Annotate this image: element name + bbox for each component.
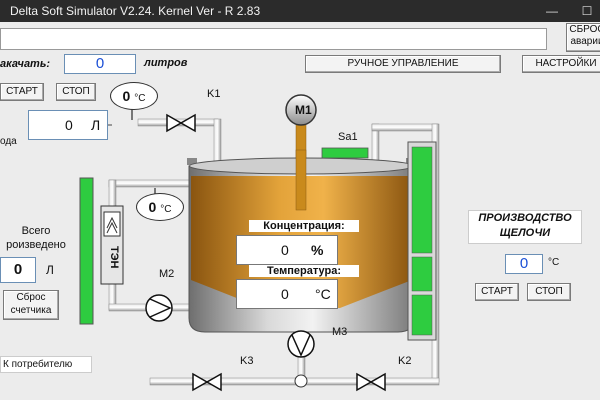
water-label: ода (0, 136, 17, 147)
inlet-temp-value: 0 (122, 88, 131, 104)
consumer-label: К потребителю (0, 356, 92, 373)
concentration-unit: % (311, 242, 324, 258)
concentration-display: 0 % (236, 235, 338, 265)
water-volume-field: 0 Л (28, 110, 108, 140)
production-start-button[interactable]: СТАРТ (475, 283, 519, 301)
inlet-temp-unit: °C (134, 93, 146, 104)
total-produced-label: Всего роизведено (6, 225, 66, 251)
production-title: ПРОИЗВОДСТВО ЩЕЛОЧИ (468, 210, 582, 244)
concentration-value: 0 (281, 242, 289, 258)
water-start-button[interactable]: СТАРТ (0, 83, 44, 101)
heater-label: ТЭН (108, 246, 120, 269)
reset-alarm-button[interactable]: СБРОС аварии (566, 23, 600, 52)
heater-temp-unit: °C (160, 204, 172, 215)
total-produced-value: 0 (0, 257, 36, 283)
inlet-temp-gauge: 0 °C (110, 82, 158, 110)
water-volume-unit: Л (91, 117, 101, 133)
m3-label: M3 (332, 326, 348, 338)
fill-volume-input[interactable]: 0 (64, 54, 136, 74)
fill-unit: литров (144, 57, 188, 69)
temperature-unit: °C (315, 286, 331, 302)
agitator-motor-m1 (285, 94, 317, 126)
reset-counter-button[interactable]: Сброс счетчика (3, 290, 59, 320)
fill-label: акачать: (0, 58, 51, 70)
pipe-junction-icon (294, 374, 308, 388)
valve-k2-icon (356, 372, 386, 392)
maximize-button[interactable]: ☐ (581, 4, 593, 18)
production-temp-unit: °C (548, 257, 560, 268)
temperature-display: 0 °C (236, 279, 338, 309)
temperature-label: Температура: (249, 265, 359, 277)
sa1-label: Sa1 (338, 131, 358, 143)
k2-label: K2 (398, 355, 412, 367)
pump-m3-icon (287, 330, 315, 358)
settings-button[interactable]: НАСТРОЙКИ (522, 55, 600, 73)
water-volume-value: 0 (65, 117, 73, 133)
concentration-label: Концентрация: (249, 220, 359, 232)
pump-m2-icon (145, 294, 173, 322)
heater-element (100, 205, 124, 285)
production-stop-button[interactable]: СТОП (527, 283, 571, 301)
window-title: Delta Soft Simulator V2.24. Kernel Ver -… (10, 4, 261, 18)
level-bars (79, 141, 437, 341)
status-input[interactable] (0, 28, 547, 50)
title-bar: Delta Soft Simulator V2.24. Kernel Ver -… (0, 0, 600, 22)
heater-temp-gauge: 0 °C (136, 193, 184, 221)
total-produced-unit: Л (46, 263, 54, 277)
temperature-value: 0 (281, 286, 289, 302)
m2-label: M2 (159, 268, 175, 280)
heater-temp-value: 0 (148, 199, 157, 215)
water-stop-button[interactable]: СТОП (56, 83, 96, 101)
m1-label: M1 (295, 103, 312, 117)
minimize-button[interactable]: — (546, 4, 558, 18)
valve-k1-icon (166, 113, 196, 133)
valve-k3-icon (192, 372, 222, 392)
production-temp-input[interactable]: 0 (505, 254, 543, 274)
k3-label: K3 (240, 355, 254, 367)
k1-label: K1 (207, 88, 221, 100)
manual-control-button[interactable]: РУЧНОЕ УПРАВЛЕНИЕ (305, 55, 501, 73)
